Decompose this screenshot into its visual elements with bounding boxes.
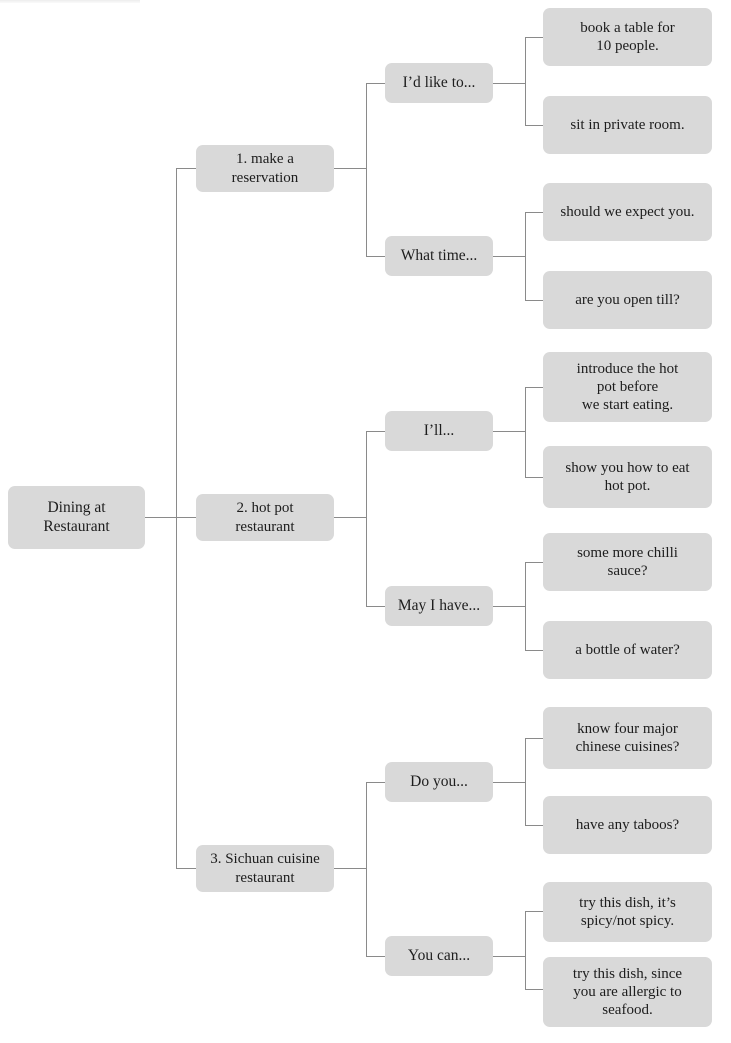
leaf-node-1-1-2[interactable]: sit in private room. [543, 96, 712, 154]
connector-b1c2-stub [366, 256, 385, 257]
leaf-node-1-1-2-label: sit in private room. [570, 116, 685, 133]
connector-b2c1-stub [366, 431, 385, 432]
connector-c32-leaf1-stub [525, 911, 543, 912]
phrase-node-3-2-label: You can... [407, 946, 471, 964]
phrase-node-1-2-label: What time... [400, 246, 478, 264]
phrase-node-2-2[interactable]: May I have... [385, 586, 493, 626]
connector-c11-leaf1-stub [525, 37, 543, 38]
phrase-node-1-1[interactable]: I’d like to... [385, 63, 493, 103]
connector-branch3-out [334, 868, 366, 869]
connector-c21-out [493, 431, 525, 432]
connector-branch3-trunk [366, 782, 367, 956]
connector-branch2-trunk [366, 431, 367, 606]
connector-c21-leaf1-stub [525, 387, 543, 388]
leaf-node-2-2-2[interactable]: a bottle of water? [543, 621, 712, 679]
phrase-node-3-1[interactable]: Do you... [385, 762, 493, 802]
connector-c12-leaf1-stub [525, 212, 543, 213]
leaf-node-1-2-1[interactable]: should we expect you. [543, 183, 712, 241]
connector-c21-leaf2-stub [525, 477, 543, 478]
phrase-node-1-1-label: I’d like to... [402, 73, 476, 91]
connector-branch2-stub [176, 517, 196, 518]
connector-root-stub [145, 517, 176, 518]
phrase-node-1-2[interactable]: What time... [385, 236, 493, 276]
phrase-node-2-1[interactable]: I’ll... [385, 411, 493, 451]
connector-c31-leaf1-stub [525, 738, 543, 739]
connector-branch3-stub [176, 868, 196, 869]
connector-c21-trunk [525, 387, 526, 477]
connector-b2c2-stub [366, 606, 385, 607]
connector-branch2-out [334, 517, 366, 518]
leaf-node-1-2-2-label: are you open till? [575, 291, 680, 308]
connector-c12-leaf2-stub [525, 300, 543, 301]
phrase-node-2-1-label: I’ll... [423, 421, 455, 439]
connector-c22-out [493, 606, 525, 607]
leaf-node-3-1-2[interactable]: have any taboos? [543, 796, 712, 854]
connector-c32-leaf2-stub [525, 989, 543, 990]
connector-c32-trunk [525, 911, 526, 989]
connector-b3c1-stub [366, 782, 385, 783]
connector-c22-leaf2-stub [525, 650, 543, 651]
leaf-node-1-2-2[interactable]: are you open till? [543, 271, 712, 329]
connector-c12-out [493, 256, 525, 257]
connector-c32-out [493, 956, 525, 957]
connector-root-trunk [176, 168, 177, 868]
connector-c22-trunk [525, 562, 526, 650]
connector-c11-trunk [525, 37, 526, 125]
connector-c12-trunk [525, 212, 526, 300]
connector-branch1-trunk [366, 83, 367, 256]
leaf-node-3-1-2-label: have any taboos? [575, 816, 680, 833]
connector-c31-out [493, 782, 525, 783]
connector-c11-out [493, 83, 525, 84]
connector-c11-leaf2-stub [525, 125, 543, 126]
connector-c31-trunk [525, 738, 526, 825]
connector-c22-leaf1-stub [525, 562, 543, 563]
phrase-node-3-1-label: Do you... [410, 772, 468, 790]
phrase-node-3-2[interactable]: You can... [385, 936, 493, 976]
connector-b3c2-stub [366, 956, 385, 957]
connector-c31-leaf2-stub [525, 825, 543, 826]
phrase-node-2-2-label: May I have... [397, 596, 481, 614]
scan-artifact-strip [0, 0, 140, 3]
connector-branch1-out [334, 168, 366, 169]
leaf-node-1-2-1-label: should we expect you. [560, 203, 695, 220]
connector-branch1-stub [176, 168, 196, 169]
connector-b1c1-stub [366, 83, 385, 84]
leaf-node-2-2-2-label: a bottle of water? [575, 641, 680, 658]
